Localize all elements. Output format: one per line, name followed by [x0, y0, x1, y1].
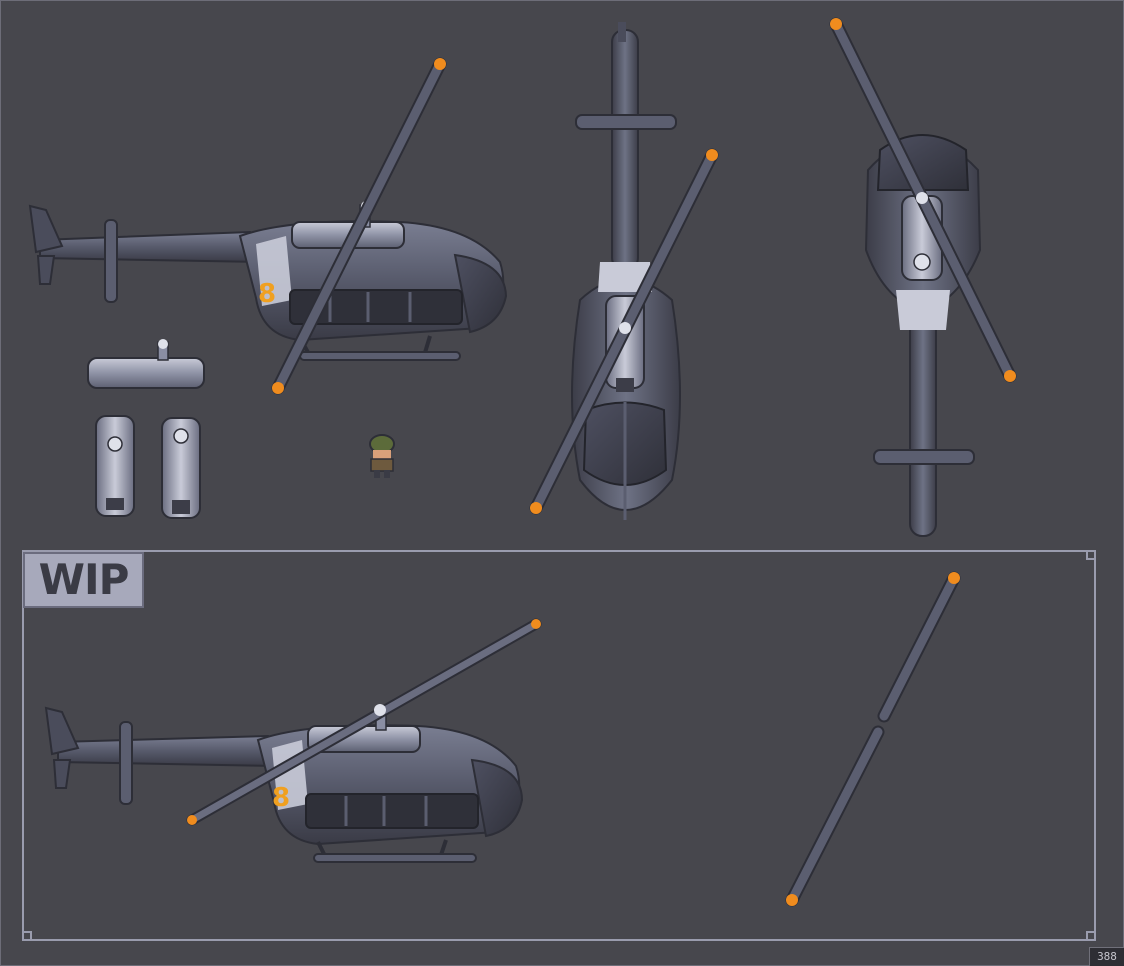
tail-number: 8	[258, 279, 276, 309]
rotor-blade-sprite	[186, 618, 542, 826]
rotor-blade-sprite	[785, 571, 961, 907]
wip-label: WIP	[23, 552, 144, 608]
pilot-character-sprite	[369, 434, 395, 478]
helicopter-side-sprite: 8	[28, 201, 508, 361]
rotor-blade-sprite	[271, 57, 447, 395]
tail-number: 8	[272, 783, 290, 813]
engine-part-sprite	[87, 339, 205, 519]
rotor-blade-sprite	[829, 17, 1017, 383]
wip-frame	[22, 550, 1096, 941]
helicopter-wip-side-sprite: 8	[44, 706, 524, 863]
zoom-counter: 388	[1089, 947, 1124, 966]
rotor-blade-sprite	[529, 148, 719, 515]
helicopter-front-sprite	[571, 22, 681, 520]
